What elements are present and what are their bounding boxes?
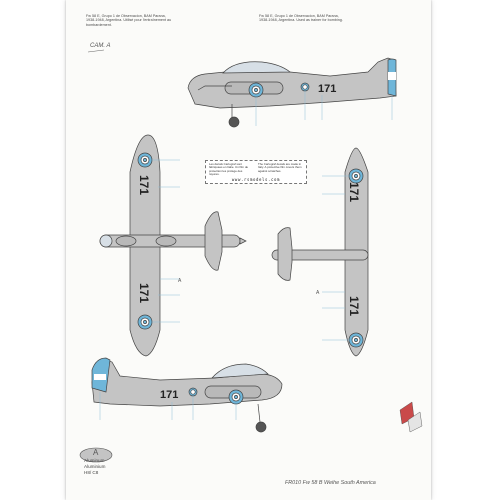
leaders-right bbox=[322, 175, 349, 341]
camouflage-label: CAM. A bbox=[90, 43, 111, 49]
plan-view-left bbox=[99, 134, 247, 357]
sheet-title: FR010 Fw 58 B Weihe South America bbox=[285, 480, 376, 486]
caption-english: Fw 58 E, Grupo 1 de Observacion, BAM Par… bbox=[259, 14, 343, 23]
leaders-top bbox=[255, 91, 393, 126]
serial-plan-right-upper: 171 bbox=[347, 182, 361, 202]
aluminum-swatch bbox=[79, 447, 113, 463]
callout-letter-right: A bbox=[316, 290, 320, 296]
publisher-logo bbox=[399, 401, 423, 433]
serial-plan-left-lower: 171 bbox=[137, 283, 151, 303]
side-view-bottom bbox=[91, 357, 283, 433]
leaders-bottom bbox=[99, 392, 237, 420]
serial-top: 171 bbox=[318, 83, 336, 95]
camouflage-arrow bbox=[87, 49, 105, 53]
serial-bottom: 171 bbox=[160, 389, 178, 401]
serial-plan-right-lower: 171 bbox=[347, 296, 361, 316]
serial-plan-left-upper: 171 bbox=[137, 175, 151, 195]
legend-line-2: Aluminium bbox=[84, 464, 106, 469]
caption-french: Fw 58 E, Grupo 1 de Observacion, BAM Par… bbox=[86, 14, 173, 27]
side-view-top bbox=[187, 57, 397, 128]
decal-note-french: Les décals Cartograf sont fabriquées en … bbox=[209, 162, 249, 177]
decal-info-box: Les décals Cartograf sont fabriquées en … bbox=[205, 160, 307, 184]
website-link[interactable]: www.rsmodels.com bbox=[231, 176, 281, 182]
callout-letter-left: A bbox=[178, 278, 182, 284]
legend-letter: A bbox=[93, 448, 99, 457]
decal-note-english: The Cartograf decals are made in Italy. … bbox=[258, 162, 303, 173]
legend-line-1: Aluminum bbox=[84, 458, 105, 463]
plan-view-right bbox=[271, 147, 369, 357]
leaders-left bbox=[152, 159, 180, 323]
legend-line-3: H8/ C8 bbox=[84, 470, 99, 475]
